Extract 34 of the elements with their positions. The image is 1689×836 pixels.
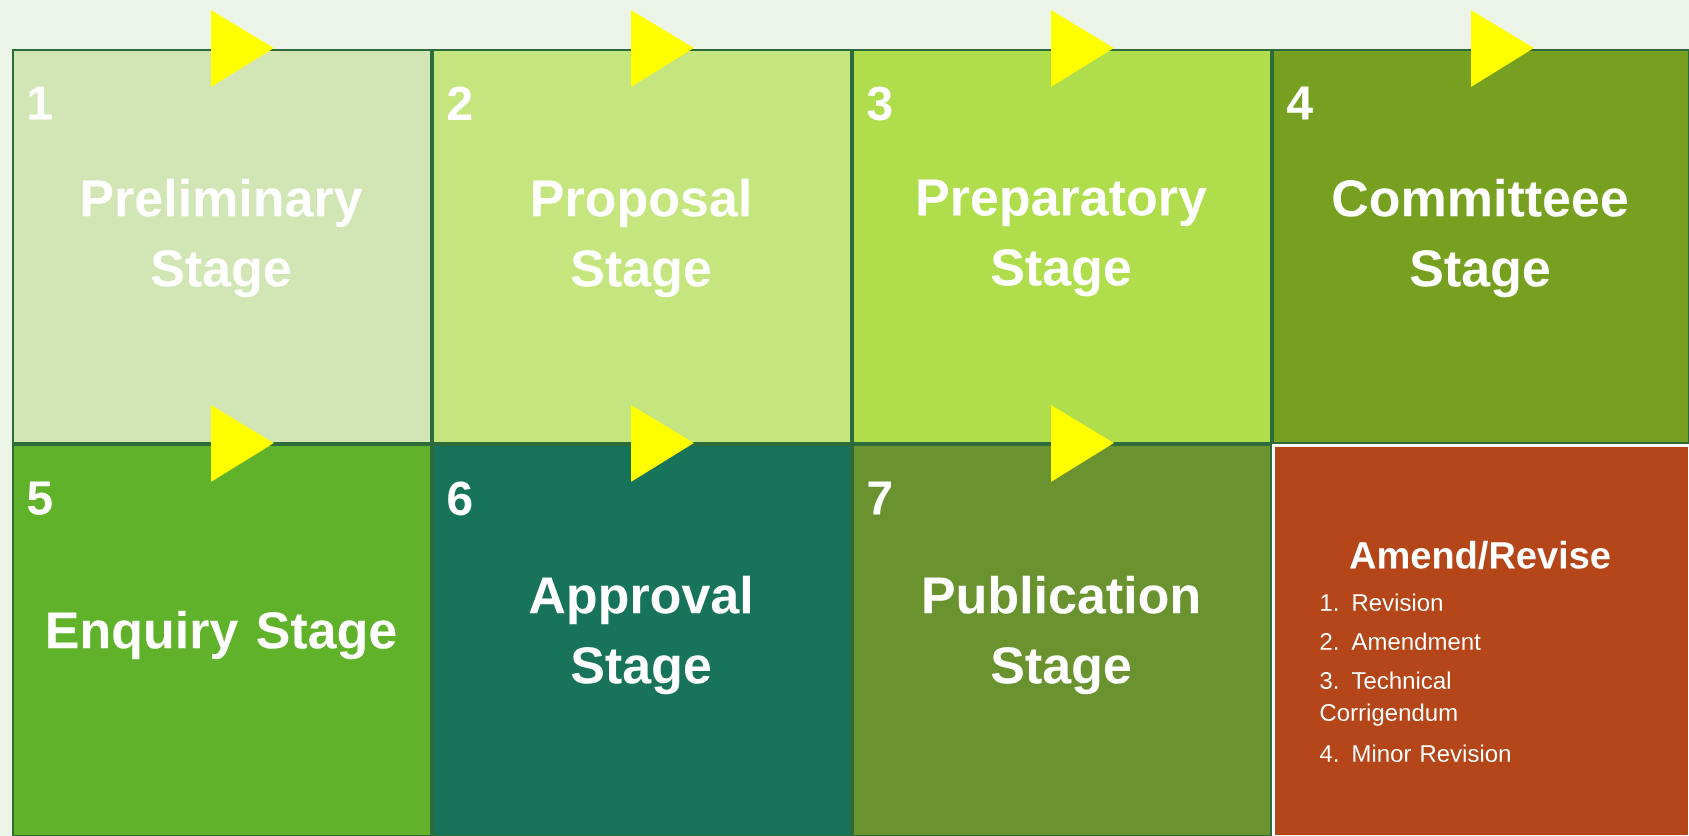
step-number: 5: [27, 481, 52, 515]
stage-box: [852, 444, 1272, 836]
triangle-marker: [211, 10, 274, 87]
step-number: 1: [29, 86, 52, 120]
stage-box: [12, 444, 432, 836]
stage-box: [432, 49, 852, 444]
step-number: 2: [448, 86, 472, 120]
list-item: 4. Minor Revision: [1320, 744, 1510, 762]
triangle-marker: [631, 405, 694, 482]
step-number: 6: [448, 481, 472, 516]
triangle-marker: [631, 10, 694, 87]
stage-title: Publication Stage: [924, 575, 1198, 695]
stage-title: Enquiry Stage: [48, 610, 396, 660]
stage-box: [12, 49, 432, 444]
stage-box: [432, 444, 852, 836]
stage-title: Committeee Stage: [1333, 178, 1627, 298]
stage-box: [852, 49, 1272, 444]
triangle-marker: [1051, 405, 1114, 482]
list-item: 3. Technical Corrigendum: [1320, 671, 1457, 726]
stage-box: [1272, 444, 1689, 836]
triangle-marker: [1471, 10, 1534, 87]
step-number: 4: [1287, 86, 1313, 120]
list-item: 2. Amendment: [1320, 632, 1481, 650]
triangle-marker: [211, 405, 274, 482]
stage-title: Amend/Revise: [1350, 540, 1610, 570]
list-item: 1. Revision: [1321, 593, 1442, 611]
step-number: 7: [868, 481, 891, 515]
stage-title: Preliminary Stage: [82, 178, 363, 298]
stage-title: Preparatory Stage: [918, 179, 1207, 297]
stage-box: [1272, 49, 1689, 444]
step-number: 3: [867, 86, 892, 121]
triangle-marker: [1051, 10, 1114, 87]
stage-title: Approval Stage: [529, 575, 750, 695]
stage-title: Proposal Stage: [533, 178, 749, 298]
